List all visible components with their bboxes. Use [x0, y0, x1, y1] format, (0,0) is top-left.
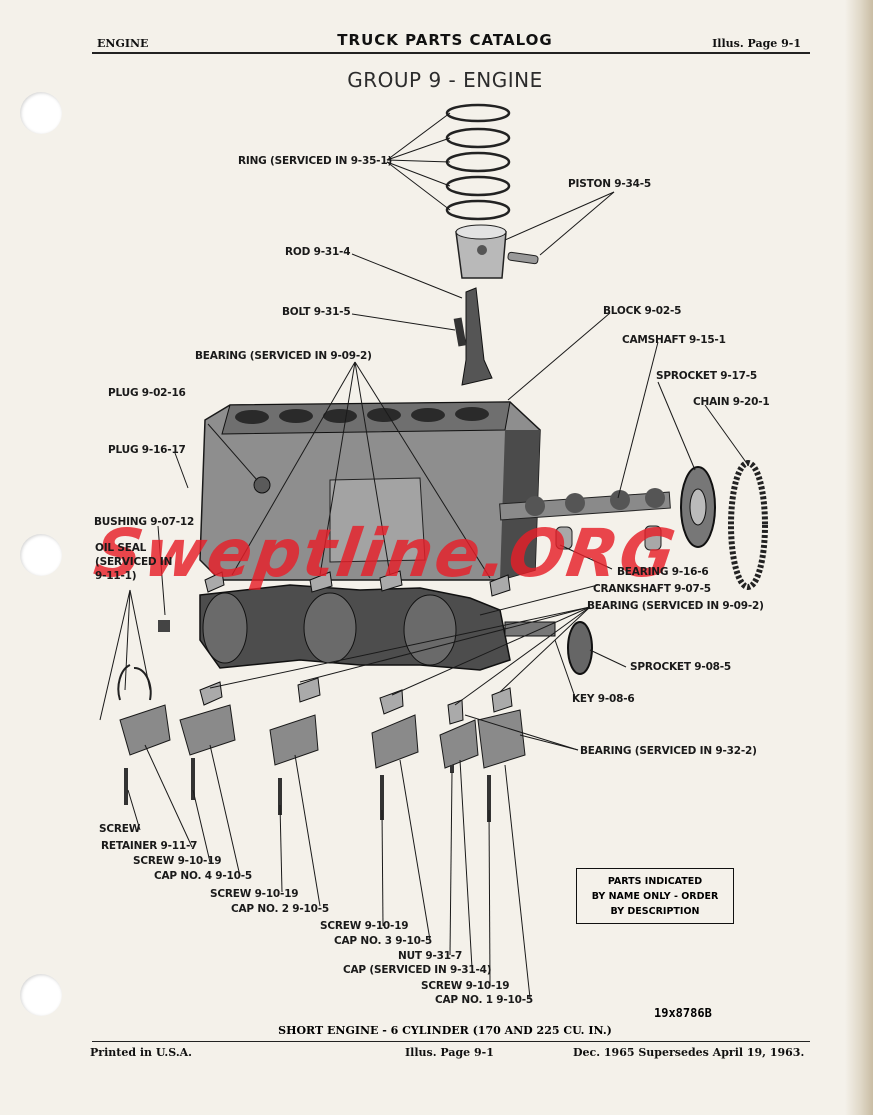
page-edge-shadow: [845, 0, 873, 1115]
drawing-code: 19x8786B: [654, 1006, 712, 1020]
crankshaft-drawing: [199, 584, 556, 671]
label-cap-4: CAP NO. 4 9-10-5: [154, 870, 253, 882]
label-ring: RING (SERVICED IN 9-35-1): [238, 155, 393, 167]
label-cap-rod: CAP (SERVICED IN 9-31-4): [343, 964, 492, 976]
label-screw-3: SCREW 9-10-19: [320, 920, 409, 932]
label-block: BLOCK 9-02-5: [603, 305, 682, 317]
label-cap-3: CAP NO. 3 9-10-5: [334, 935, 433, 947]
header-rule: [92, 52, 810, 54]
label-rod: ROD 9-31-4: [285, 246, 351, 258]
label-screw-1: SCREW 9-10-19: [421, 980, 510, 992]
label-bearing-cam: BEARING 9-16-6: [617, 566, 709, 578]
piston-rings-drawing: [445, 103, 511, 221]
bearing-shells-drawing: [199, 570, 513, 725]
footer-printed: Printed in U.S.A.: [90, 1046, 193, 1059]
label-bearing-main: BEARING (SERVICED IN 9-09-2): [587, 600, 764, 612]
label-bearing-rod: BEARING (SERVICED IN 9-32-2): [580, 745, 757, 757]
label-nut: NUT 9-31-7: [398, 950, 463, 962]
cam-sprocket-drawing: [680, 466, 716, 548]
label-chain: CHAIN 9-20-1: [693, 396, 770, 408]
label-crankshaft: CRANKSHAFT 9-07-5: [593, 583, 711, 595]
label-screw: SCREW: [99, 823, 141, 835]
header-section: ENGINE: [97, 37, 149, 50]
label-camshaft: CAMSHAFT 9-15-1: [622, 334, 726, 346]
label-oil-seal: OIL SEAL (SERVICED IN 9-11-1): [95, 542, 173, 582]
label-screw-2: SCREW 9-10-19: [210, 888, 299, 900]
engine-block-drawing: [199, 401, 541, 581]
label-screw-4: SCREW 9-10-19: [133, 855, 222, 867]
header-page-ref: Illus. Page 9-1: [712, 37, 801, 50]
footer-date: Dec. 1965 Supersedes April 19, 1963.: [573, 1046, 805, 1059]
group-title: GROUP 9 - ENGINE: [347, 68, 543, 92]
timing-chain-drawing: [728, 460, 768, 590]
punch-hole-middle: [20, 534, 62, 576]
label-retainer: RETAINER 9-11-7: [101, 840, 198, 852]
parts-notice-box: PARTS INDICATED BY NAME ONLY - ORDER BY …: [576, 868, 734, 924]
screws-drawing: [124, 758, 491, 822]
bushing-drawing: [158, 620, 170, 632]
label-plug-1: PLUG 9-02-16: [108, 387, 186, 399]
crank-sprocket-drawing: [567, 621, 593, 675]
bearing-caps-drawing: [119, 704, 526, 769]
label-piston: PISTON 9-34-5: [568, 178, 652, 190]
label-bearing-top: BEARING (SERVICED IN 9-09-2): [195, 350, 372, 362]
label-bolt: BOLT 9-31-5: [282, 306, 351, 318]
footer-rule: [92, 1041, 810, 1042]
label-cap-2: CAP NO. 2 9-10-5: [231, 903, 330, 915]
label-plug-2: PLUG 9-16-17: [108, 444, 186, 456]
label-cap-1: CAP NO. 1 9-10-5: [435, 994, 534, 1006]
piston-drawing: [455, 224, 539, 279]
label-key: KEY 9-08-6: [572, 693, 635, 705]
punch-hole-top: [20, 92, 62, 134]
label-sprocket-cam: SPROCKET 9-17-5: [656, 370, 758, 382]
connecting-rod-drawing: [453, 287, 493, 386]
punch-hole-bottom: [20, 974, 62, 1016]
label-sprocket-crank: SPROCKET 9-08-5: [630, 661, 732, 673]
camshaft-drawing: [499, 488, 671, 521]
label-bushing: BUSHING 9-07-12: [94, 516, 195, 528]
leader-lines: [99, 112, 749, 999]
footer-page-ref: Illus. Page 9-1: [405, 1046, 494, 1059]
cam-bearing-drawing: [555, 525, 662, 551]
header-title: TRUCK PARTS CATALOG: [337, 31, 553, 49]
figure-caption: SHORT ENGINE - 6 CYLINDER (170 AND 225 C…: [278, 1024, 612, 1037]
